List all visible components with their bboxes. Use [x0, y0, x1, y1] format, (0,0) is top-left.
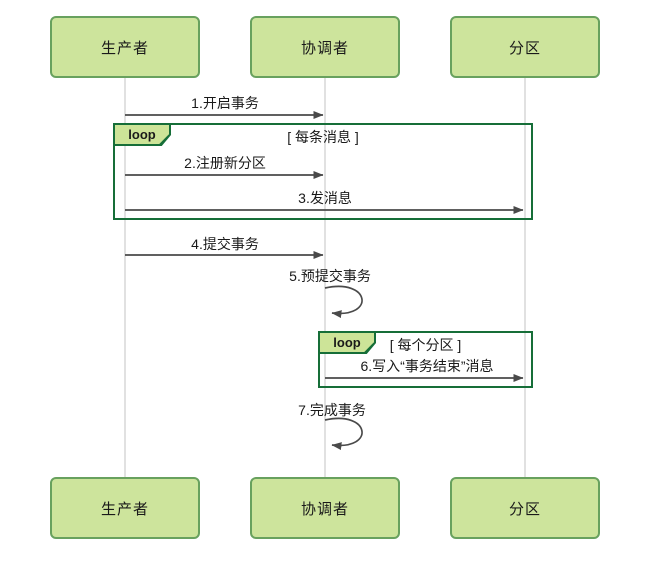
loop-tag: loop	[318, 331, 376, 354]
message-label-2: 2.注册新分区	[184, 155, 266, 171]
loop-frame-per-message: loop [ 每条消息 ]	[113, 123, 533, 220]
actor-label: 协调者	[300, 39, 349, 57]
loop-tag-label: loop	[115, 125, 169, 144]
actor-coordinator-top: 协调者	[250, 16, 400, 78]
actor-label: 生产者	[100, 39, 149, 57]
actor-label: 生产者	[100, 500, 149, 518]
actor-producer-top: 生产者	[50, 16, 200, 78]
loop-tag-label: loop	[320, 333, 374, 352]
actor-partition-top: 分区	[450, 16, 600, 78]
actor-label: 协调者	[300, 500, 349, 518]
actor-label: 分区	[508, 500, 541, 518]
loop-frame-per-partition: loop [ 每个分区 ]	[318, 331, 533, 388]
message-label-1: 1.开启事务	[191, 95, 259, 111]
lifeline-coordinator	[324, 78, 326, 478]
loop-tag: loop	[113, 123, 171, 146]
message-label-6: 6.写入“事务结束”消息	[360, 358, 494, 374]
message-label-4: 4.提交事务	[191, 236, 259, 252]
actor-partition-bottom: 分区	[450, 477, 600, 539]
arrow-self-precommit	[324, 285, 363, 319]
loop-condition: [ 每条消息 ]	[287, 129, 359, 145]
lifeline-producer	[124, 78, 126, 478]
message-label-3: 3.发消息	[298, 190, 352, 206]
actor-label: 分区	[508, 39, 541, 57]
actor-coordinator-bottom: 协调者	[250, 477, 400, 539]
loop-condition: [ 每个分区 ]	[389, 337, 462, 353]
actor-producer-bottom: 生产者	[50, 477, 200, 539]
message-label-5: 5.预提交事务	[289, 268, 371, 284]
message-label-7: 7.完成事务	[298, 402, 366, 418]
lifeline-partition	[524, 78, 526, 478]
arrow-self-complete	[324, 417, 363, 451]
